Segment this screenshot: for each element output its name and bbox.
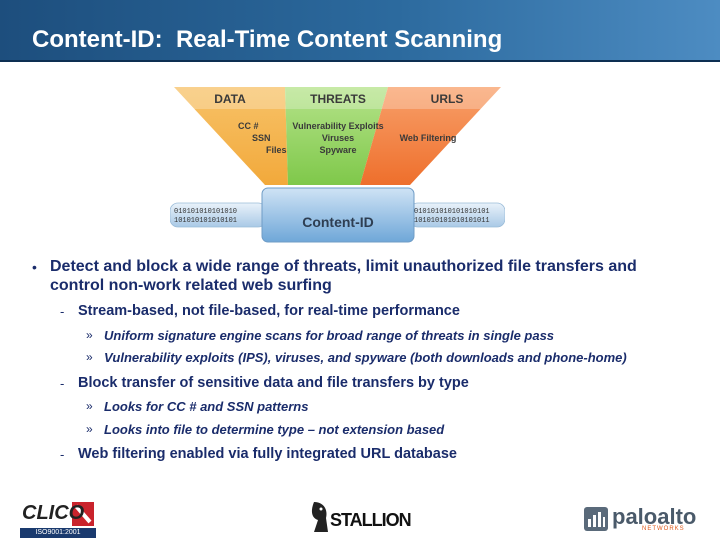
sub-item-uniform-engine: Uniform signature engine scans for broad… bbox=[104, 328, 555, 343]
paloalto-logo: paloalto NETWORKS bbox=[584, 504, 697, 534]
sub-bullet-stream-based: Stream-based, not file-based, for real-t… bbox=[78, 303, 460, 319]
threats-item-viruses: Viruses bbox=[322, 133, 354, 143]
dash-mark-1: - bbox=[60, 304, 65, 319]
dash-mark-2: - bbox=[60, 376, 65, 391]
data-funnel-section bbox=[174, 87, 288, 185]
content-id-engine-label: Content-ID bbox=[302, 214, 374, 230]
paloalto-logo-sub: NETWORKS bbox=[642, 526, 685, 532]
content-id-engine-box bbox=[261, 187, 415, 243]
stallion-logo-text: STALLION bbox=[330, 510, 412, 530]
stallion-logo: STALLION bbox=[308, 500, 412, 536]
urls-funnel-section bbox=[360, 87, 501, 185]
threats-funnel-section bbox=[285, 87, 388, 185]
content-id-diagram: DATA THREATS URLS CC # SSN Files Vulnera… bbox=[170, 87, 505, 243]
urls-column-header: URLS bbox=[431, 92, 464, 106]
column-header-band bbox=[174, 87, 501, 109]
data-item-ssn: SSN bbox=[252, 133, 271, 143]
slide-footer: CLICO ISO9001:2001 STALLION paloalto NET… bbox=[0, 496, 720, 540]
stream-bits-right-1: 010101010101010101 bbox=[414, 208, 490, 216]
sub-item-cc-ssn-patterns: Looks for CC # and SSN patterns bbox=[104, 399, 309, 414]
slide-header: Content-ID: Real-Time Content Scanning bbox=[0, 0, 720, 62]
clico-logo-text: CLICO bbox=[22, 502, 85, 524]
clico-logo: CLICO ISO9001:2001 bbox=[20, 498, 96, 538]
clico-emblem-icon bbox=[72, 502, 94, 526]
sub-item-file-type: Looks into file to determine type – not … bbox=[104, 422, 445, 437]
threats-item-spyware: Spyware bbox=[319, 145, 356, 155]
data-item-files: Files bbox=[266, 145, 287, 155]
iso-caption: ISO9001:2001 bbox=[20, 528, 96, 538]
horse-head-icon bbox=[311, 502, 328, 532]
dash-mark-3: - bbox=[60, 447, 65, 462]
paloalto-bars-icon bbox=[584, 507, 608, 531]
threats-column-header: THREATS bbox=[310, 92, 366, 106]
data-item-cc: CC # bbox=[238, 121, 259, 131]
sub-bullet-web-filtering: Web filtering enabled via fully integrat… bbox=[78, 446, 457, 462]
arrow-mark-3: » bbox=[86, 399, 93, 413]
stream-bits-left-1: 010101010101010 bbox=[174, 208, 237, 216]
slide-title: Content-ID: Real-Time Content Scanning bbox=[32, 26, 503, 53]
stream-bits-right-2: 101010101010101011 bbox=[414, 217, 490, 225]
urls-item-web-filtering: Web Filtering bbox=[400, 133, 457, 143]
arrow-mark-2: » bbox=[86, 350, 93, 364]
stream-bits-left-2: 101010101010101 bbox=[174, 217, 237, 225]
arrow-mark-1: » bbox=[86, 328, 93, 342]
arrow-mark-4: » bbox=[86, 422, 93, 436]
sub-item-vulnerability-exploits: Vulnerability exploits (IPS), viruses, a… bbox=[104, 350, 627, 365]
header-rule bbox=[0, 60, 720, 62]
sub-bullet-block-transfer: Block transfer of sensitive data and fil… bbox=[78, 375, 469, 391]
threats-item-exploits: Vulnerability Exploits bbox=[292, 121, 383, 131]
bullet-mark-main: • bbox=[32, 259, 37, 275]
data-column-header: DATA bbox=[214, 92, 246, 106]
paloalto-logo-text: paloalto bbox=[612, 504, 697, 529]
bullet-main: Detect and block a wide range of threats… bbox=[50, 258, 637, 294]
